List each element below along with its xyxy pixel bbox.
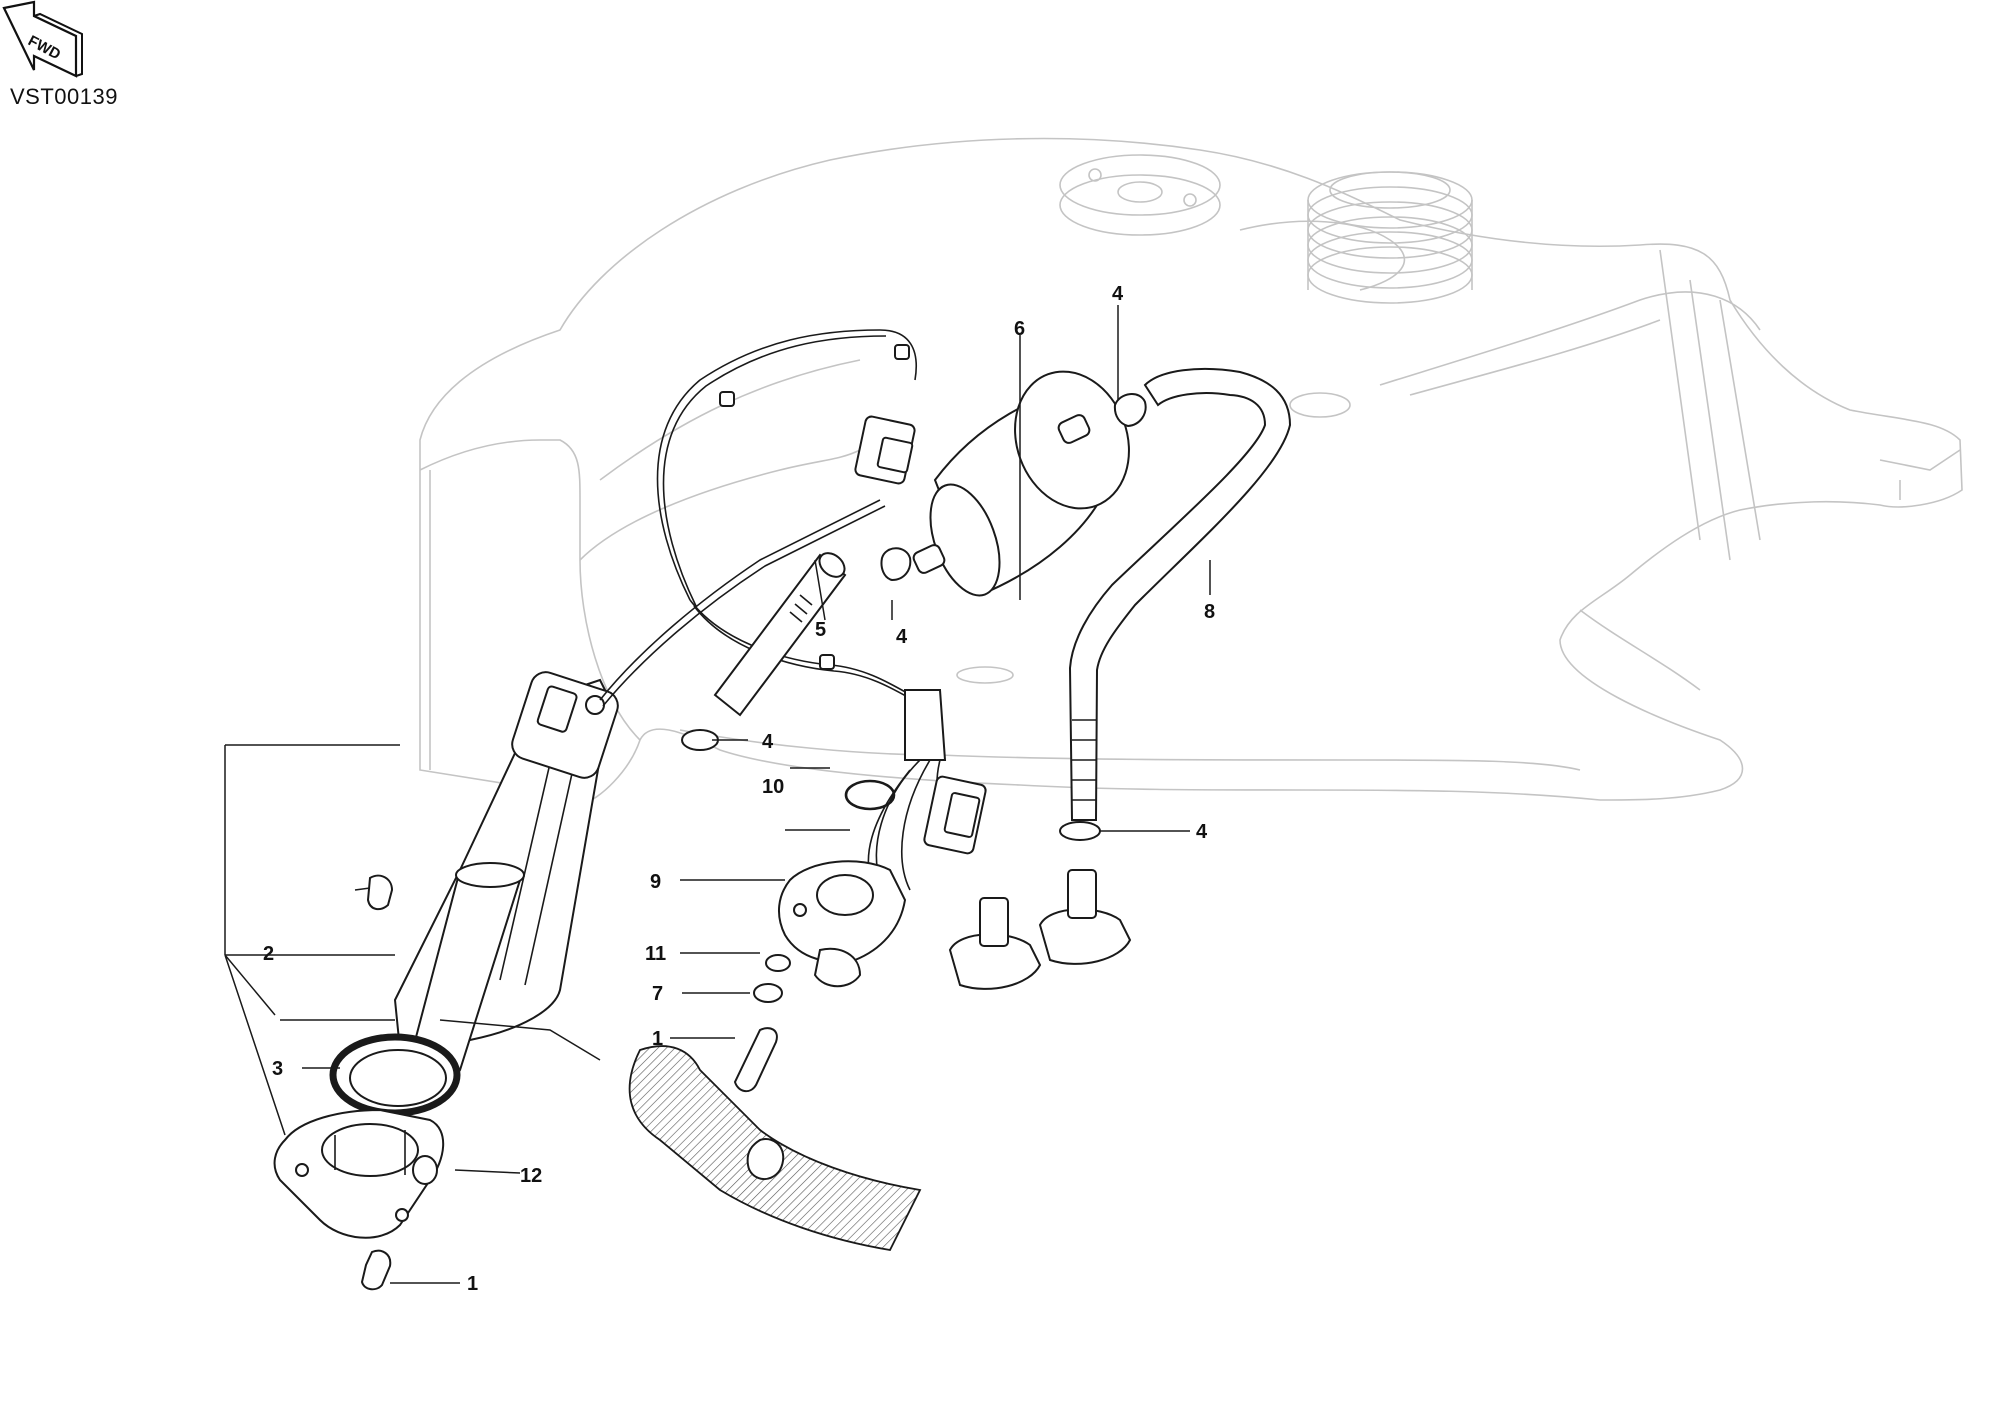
callout-4-b: 4 — [896, 626, 908, 648]
callout-11: 11 — [645, 943, 666, 965]
washer-7 — [753, 983, 783, 1003]
callout-10: 10 — [762, 776, 784, 798]
callout-4-a: 4 — [1112, 283, 1124, 305]
callout-8: 8 — [1204, 601, 1215, 623]
callout-2: 2 — [263, 943, 274, 965]
hose-5 — [713, 552, 847, 717]
callout-4-d: 4 — [1196, 821, 1208, 843]
clamps — [681, 393, 1147, 841]
callout-9: 9 — [650, 871, 661, 893]
bracket — [778, 860, 907, 988]
callout-12: 12 — [520, 1165, 542, 1187]
fuel-tank-outline — [419, 137, 1963, 806]
callout-labels: 2 3 12 1 4 10 9 11 7 1 6 4 5 4 8 4 — [263, 283, 1215, 1295]
fwd-arrow-icon: FWD — [2, 0, 83, 78]
washer-11 — [765, 954, 791, 972]
callout-3: 3 — [272, 1058, 283, 1080]
sender-units — [948, 869, 1132, 990]
callout-1-upper: 1 — [652, 1028, 663, 1050]
fuel-pump-assembly — [273, 671, 922, 1291]
callout-1-lower: 1 — [467, 1273, 478, 1295]
wiring-harness — [599, 329, 987, 891]
drawing-code: VST00139 — [10, 84, 118, 109]
bolt-upper — [733, 1027, 778, 1093]
callout-6: 6 — [1014, 318, 1025, 340]
hose-8 — [1068, 367, 1292, 821]
leader-lines — [224, 305, 1211, 1284]
callout-5: 5 — [815, 619, 826, 641]
callout-4-c: 4 — [762, 731, 774, 753]
callout-7: 7 — [652, 983, 663, 1005]
fuel-filter — [912, 370, 1130, 597]
